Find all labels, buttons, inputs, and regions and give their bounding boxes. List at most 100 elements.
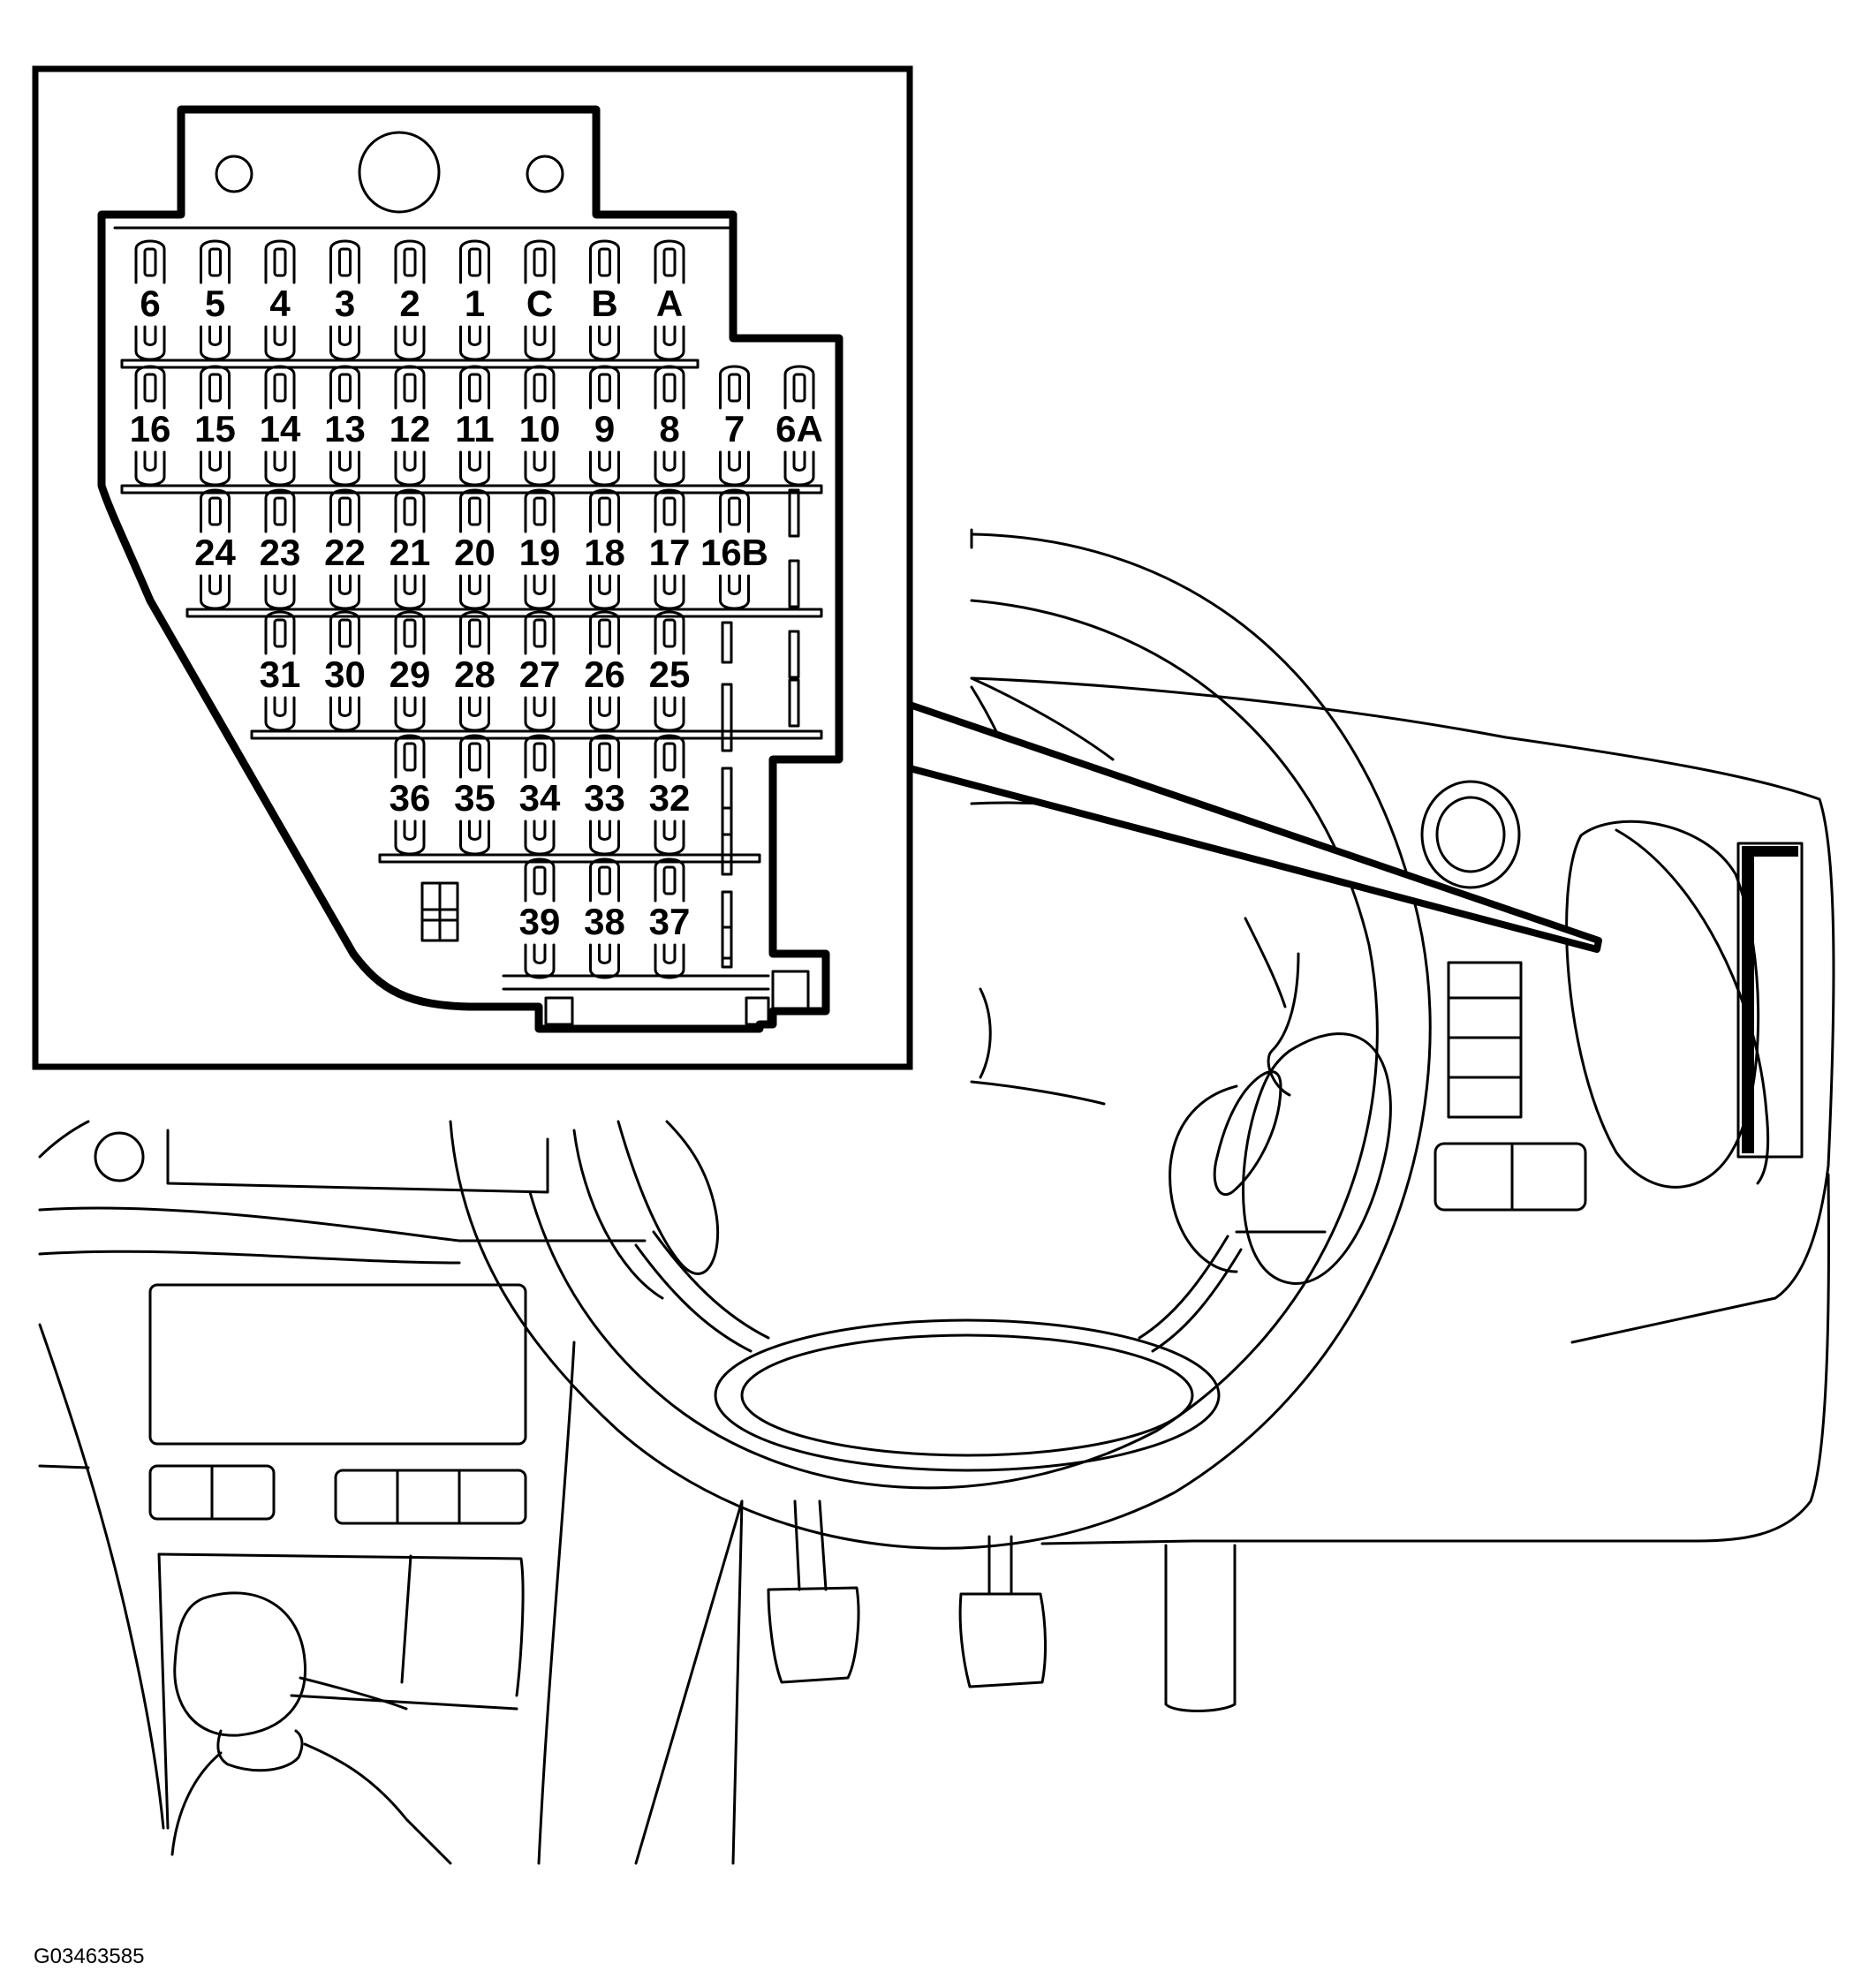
fuse-label: 22 <box>324 532 366 573</box>
fuse-slot: 17 <box>649 488 691 610</box>
fuse-slot: 6A <box>775 365 823 487</box>
fuse-slot: 39 <box>519 857 561 979</box>
fuse-label: 24 <box>194 532 236 573</box>
fuse-label: A <box>656 283 683 324</box>
fuse-slot: 26 <box>584 610 625 732</box>
fuse-label: 33 <box>584 777 625 819</box>
fuse-label: 35 <box>454 777 495 819</box>
fuse-label: 4 <box>269 283 291 324</box>
fuse-label: 18 <box>584 532 625 573</box>
fuse-slot: 32 <box>649 734 691 856</box>
fuse-slot: 29 <box>390 610 431 732</box>
fuse-slot: 28 <box>454 610 495 732</box>
fuse-label: 21 <box>390 532 431 573</box>
dashboard-illustration <box>38 528 1835 1865</box>
fuse-slot: 11 <box>455 365 495 487</box>
fuse-label: 31 <box>260 653 301 695</box>
fuse-slot: 22 <box>324 488 366 610</box>
fuse-slot: 34 <box>519 734 561 856</box>
fuse-slot: 1 <box>459 239 490 361</box>
fuse-slot: 4 <box>264 239 296 361</box>
fuse-slot: 24 <box>194 488 236 610</box>
fuse-slot: 20 <box>454 488 495 610</box>
fuse-label: 10 <box>519 408 561 449</box>
inset-frame <box>32 65 913 1070</box>
fuse-label: 16B <box>700 532 768 573</box>
fuse-label: 34 <box>519 777 561 819</box>
fuse-slot: A <box>654 239 685 361</box>
fuse-label: 17 <box>649 532 691 573</box>
fuse-label: 5 <box>205 283 225 324</box>
fuse-slot: 8 <box>654 365 685 487</box>
fuse-slot: 6 <box>134 239 166 361</box>
fuse-row: 39 38 37 <box>519 857 691 979</box>
fuse-slot: 3 <box>329 239 360 361</box>
fuse-label: 13 <box>324 408 366 449</box>
fuse-label: 39 <box>519 901 561 942</box>
fuse-rail <box>185 608 823 618</box>
fuse-slot: 16 <box>130 365 171 487</box>
fuse-label: 8 <box>659 408 679 449</box>
fuse-row: 31 30 29 28 27 26 25 <box>250 610 823 740</box>
fuse-label: 25 <box>649 653 691 695</box>
fuse-slot: 21 <box>390 488 431 610</box>
fuse-row: 36 35 34 33 32 <box>378 734 761 864</box>
fuse-label: 16 <box>130 408 171 449</box>
fuse-label: 1 <box>465 283 485 324</box>
fuse-label: 14 <box>260 408 301 449</box>
fuse-label: 19 <box>519 532 561 573</box>
fuse-slot: 35 <box>454 734 495 856</box>
fuse-label: 6 <box>140 283 160 324</box>
fuse-label: 27 <box>519 653 561 695</box>
fuse-label: 29 <box>390 653 431 695</box>
fuse-slot: 33 <box>584 734 625 856</box>
fuse-slot: 12 <box>390 365 431 487</box>
fuse-slot: 15 <box>194 365 236 487</box>
fuse-slot: 38 <box>584 857 625 979</box>
fuse-label: 30 <box>324 653 366 695</box>
fuse-slot: 13 <box>324 365 366 487</box>
fuse-label: 23 <box>260 532 301 573</box>
fuse-label: 3 <box>335 283 355 324</box>
fuse-slot: 19 <box>519 488 561 610</box>
fuse-label: 11 <box>455 408 494 449</box>
fuse-box-outline <box>97 105 843 1033</box>
fuse-label: 38 <box>584 901 625 942</box>
fuse-slot: 18 <box>584 488 625 610</box>
fuse-slot: 14 <box>260 365 301 487</box>
fuse-slot: 16B <box>700 488 768 610</box>
fuse-slot: 36 <box>390 734 431 856</box>
fuse-slot: 5 <box>200 239 231 361</box>
leader-lines <box>906 701 1602 953</box>
fuse-slot: 23 <box>260 488 301 610</box>
fuse-slot: 10 <box>519 365 561 487</box>
fuse-slot: 27 <box>519 610 561 732</box>
fuse-rail <box>378 853 761 864</box>
fuse-slot: 30 <box>324 610 366 732</box>
fuse-slot: 2 <box>394 239 426 361</box>
fuse-slot: 25 <box>649 610 691 732</box>
fuse-slot: 7 <box>719 365 750 487</box>
fuse-label: 32 <box>649 777 691 819</box>
fuse-slot: 9 <box>589 365 620 487</box>
fuse-label: C <box>526 283 553 324</box>
fuse-label: 6A <box>775 408 823 449</box>
fuse-slot: 31 <box>260 610 301 732</box>
fuse-label: 37 <box>649 901 691 942</box>
fuse-slot: C <box>524 239 556 361</box>
fuse-label: 26 <box>584 653 625 695</box>
figure-id: G03463585 <box>34 1945 144 1968</box>
fuse-label: 28 <box>454 653 495 695</box>
fuse-label: 12 <box>390 408 431 449</box>
spare-slots <box>721 488 800 969</box>
fuse-slot: B <box>589 239 620 361</box>
fuse-label: 15 <box>194 408 236 449</box>
fuse-label: 36 <box>390 777 431 819</box>
fuse-label: 7 <box>724 408 745 449</box>
fuse-label: 2 <box>399 283 420 324</box>
fuse-slot: 37 <box>649 857 691 979</box>
fuse-label: 20 <box>454 532 495 573</box>
